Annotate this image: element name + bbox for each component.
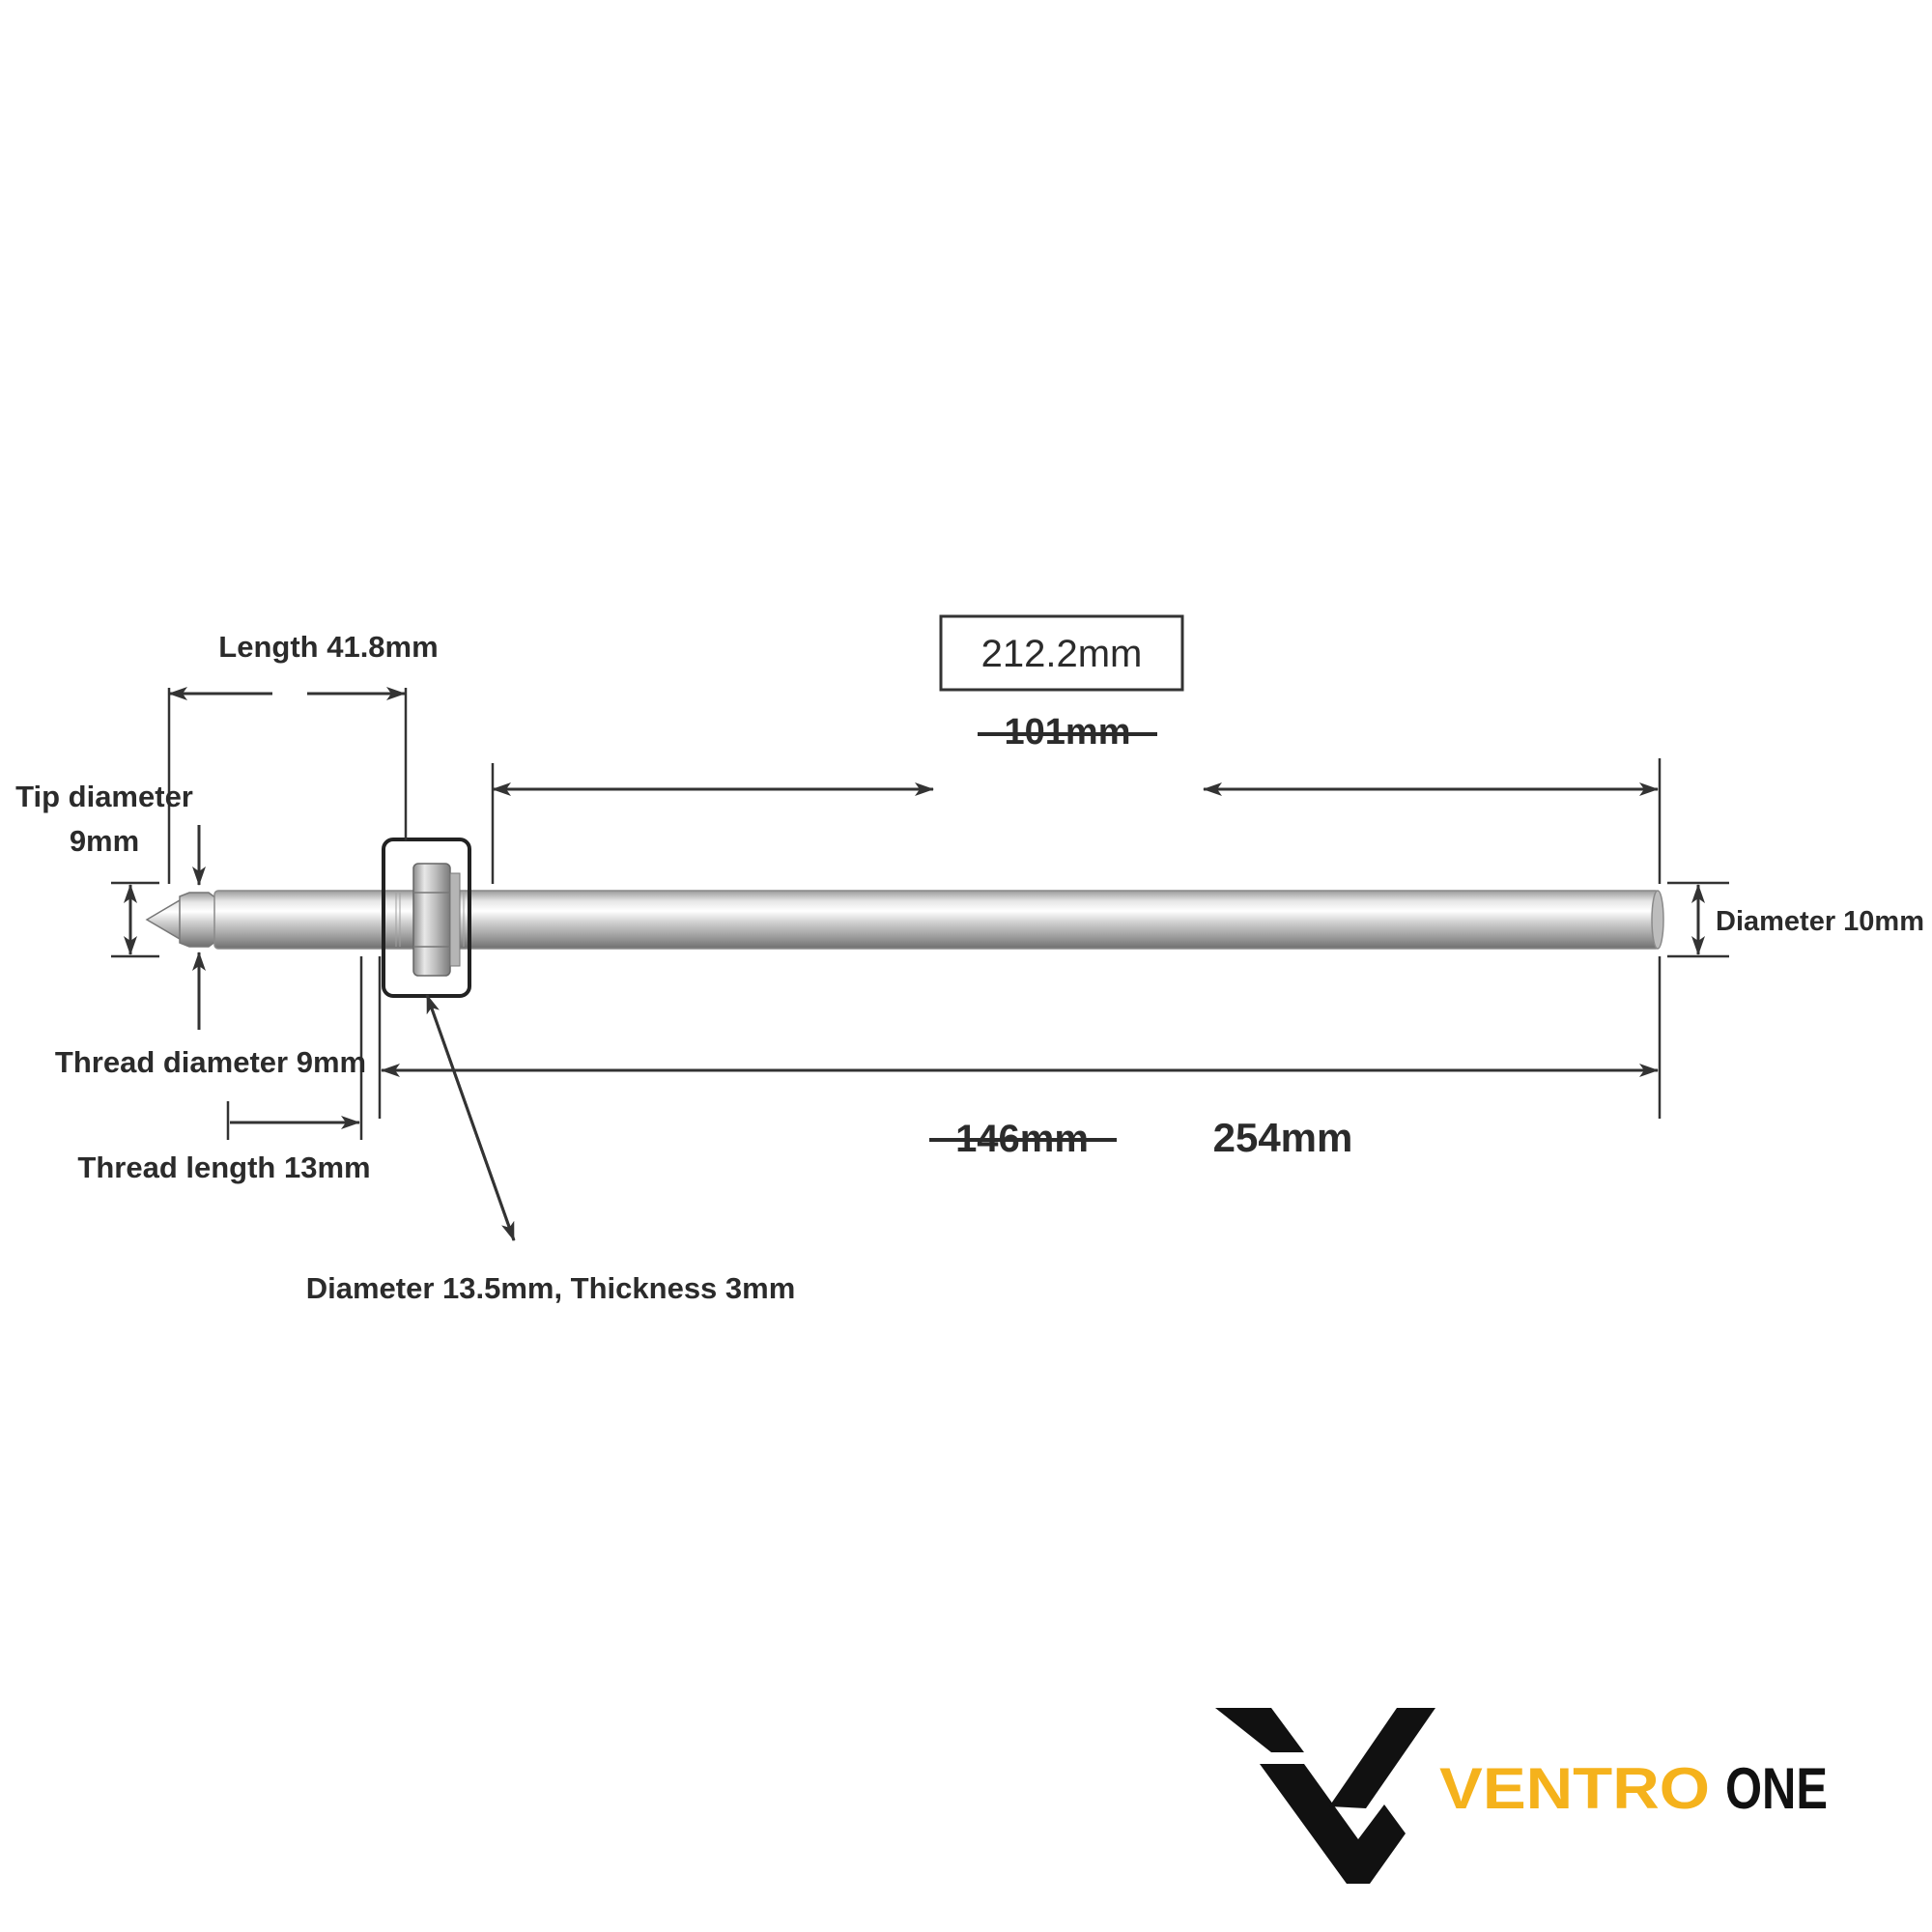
- overall-length-label: 254mm: [1213, 1115, 1353, 1160]
- boxed-length-value: 212.2mm: [981, 633, 1143, 675]
- thread-length-label: Thread length 13mm: [77, 1151, 370, 1184]
- boxed-length-frame: [939, 614, 1184, 692]
- rod-diameter-label: Diameter 10mm: [1716, 906, 1924, 937]
- length-label: Length 41.8mm: [218, 630, 438, 664]
- dimension-lines: [111, 687, 1729, 1241]
- tip-diameter-value: 9mm: [70, 824, 139, 858]
- tip-diameter-label: Tip diameter: [15, 780, 193, 813]
- nut-spec-label: Diameter 13.5mm, Thickness 3mm: [306, 1271, 796, 1305]
- brand-name-part1: VENTRO: [1439, 1756, 1710, 1821]
- hex-nut: [412, 863, 461, 977]
- brand-name-part2: ONE: [1725, 1756, 1828, 1821]
- thread-diameter-label: Thread diameter 9mm: [55, 1045, 366, 1079]
- brand-name: VENTRO ONE: [1439, 1756, 1828, 1821]
- probe-rod: [145, 863, 1664, 977]
- ventro-v-logo-icon: [1215, 1708, 1435, 1884]
